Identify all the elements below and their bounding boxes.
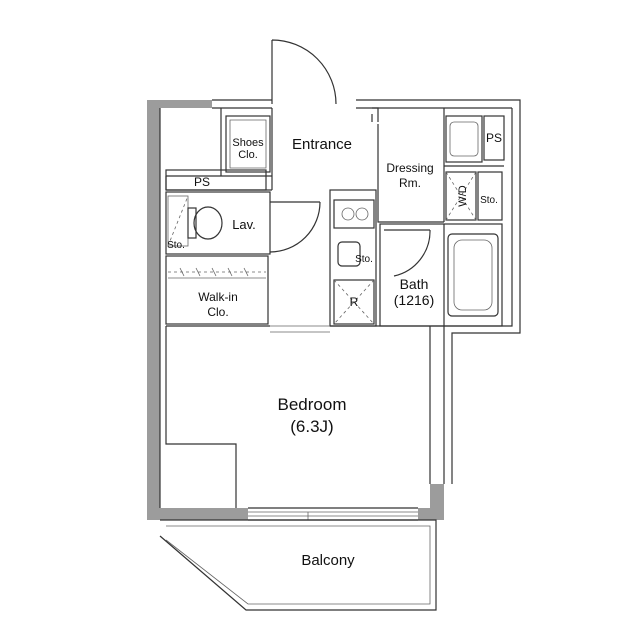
left-structural-wall bbox=[147, 100, 248, 520]
label-entrance: Entrance bbox=[292, 136, 352, 153]
toilet bbox=[193, 206, 223, 240]
right-structural-column bbox=[418, 484, 444, 520]
lav-room bbox=[165, 191, 271, 255]
label-lav: Lav. bbox=[232, 217, 256, 232]
bedroom-bottom-wall bbox=[248, 507, 418, 521]
label-bath: Bath bbox=[400, 276, 429, 292]
right-storage bbox=[477, 171, 503, 221]
balcony-outline bbox=[159, 519, 437, 611]
label-shoes-clo: Clo. bbox=[238, 149, 258, 161]
label-lav-sto: Sto. bbox=[167, 240, 185, 251]
outer-wall-right bbox=[443, 108, 521, 484]
dressing-basin bbox=[445, 115, 483, 163]
kitchen-sink bbox=[337, 241, 361, 267]
bathtub bbox=[447, 233, 499, 317]
shoes-closet bbox=[225, 115, 271, 173]
fridge-space bbox=[333, 279, 375, 325]
hall-doorframe bbox=[371, 107, 379, 122]
label-bath-size: (1216) bbox=[394, 292, 434, 308]
label-fridge: R bbox=[350, 295, 359, 309]
bedroom-walls bbox=[165, 325, 444, 508]
label-wd: W/D bbox=[457, 185, 469, 206]
label-walkin: Walk-in bbox=[198, 290, 238, 304]
label-balcony: Balcony bbox=[301, 552, 355, 569]
label-dressing-rm: Rm. bbox=[399, 176, 421, 190]
entrance-door bbox=[271, 39, 337, 105]
label-kitchen-sto: Sto. bbox=[355, 254, 373, 265]
label-right-sto: Sto. bbox=[480, 195, 498, 206]
ps-left-shaft bbox=[165, 169, 267, 191]
ps-right-shaft bbox=[483, 115, 505, 161]
label-ps-left: PS bbox=[194, 175, 210, 189]
label-dressing: Dressing bbox=[386, 161, 433, 175]
lav-door bbox=[269, 201, 321, 253]
label-shoes: Shoes bbox=[232, 137, 264, 149]
stove bbox=[333, 199, 375, 229]
bath-door bbox=[384, 229, 431, 277]
label-bedroom-size: (6.3J) bbox=[290, 417, 333, 436]
washer-dryer-space bbox=[445, 171, 477, 221]
label-ps-right: PS bbox=[486, 131, 502, 145]
dressing-wall bbox=[377, 108, 504, 223]
label-walkin-clo: Clo. bbox=[207, 305, 228, 319]
outer-wall-top bbox=[212, 99, 521, 109]
label-bedroom: Bedroom bbox=[278, 395, 347, 414]
bedroom-window bbox=[248, 511, 418, 520]
walkin-closet bbox=[165, 255, 269, 325]
